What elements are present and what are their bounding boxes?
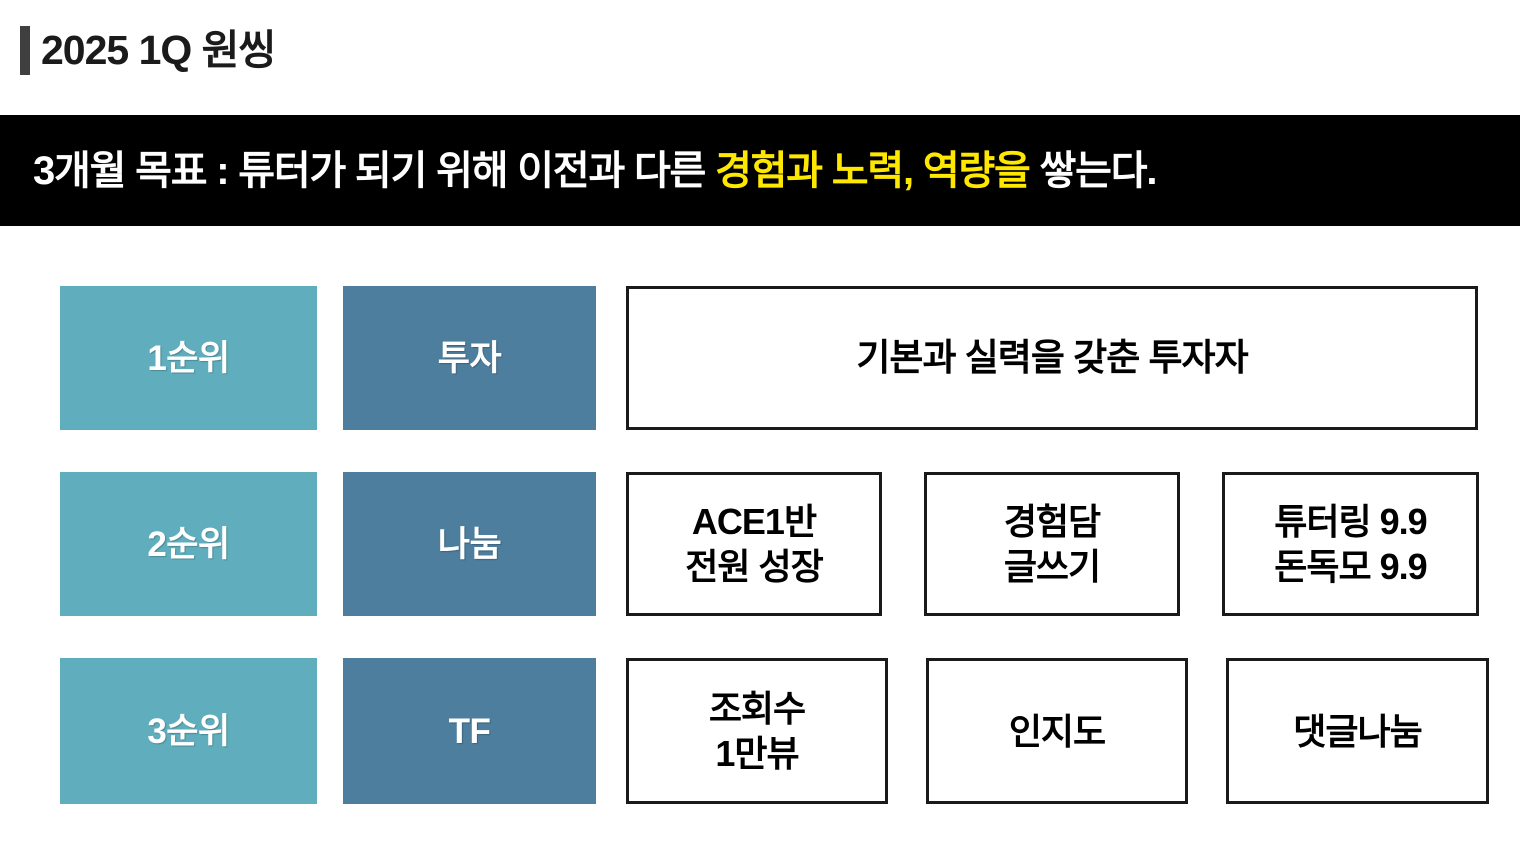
category-chip-3-label: TF [448,711,491,751]
content-box-3-1-line-2: 1만뷰 [715,733,799,774]
priority-row-2: 2순위 나눔 ACE1반 전원 성장 경험담 글쓰기 튜터링 9.9 돈독모 9… [0,472,1520,616]
slide-header: 2025 1Q 원씽 [0,0,1520,110]
page-title: 2025 1Q 원씽 [41,27,276,73]
category-chip-1: 투자 [343,286,596,430]
content-box-3-2: 인지도 [926,658,1188,804]
rank-chip-3: 3순위 [60,658,317,804]
goal-banner: 3개월 목표 : 튜터가 되기 위해 이전과 다른 경험과 노력, 역량을 쌓는… [0,115,1520,226]
category-chip-1-label: 투자 [437,338,502,378]
goal-text-before: 3개월 목표 : 튜터가 되기 위해 이전과 다른 [33,148,716,193]
rank-chip-2-label: 2순위 [147,524,230,564]
content-box-3-1: 조회수 1만뷰 [626,658,888,804]
rank-chip-1-label: 1순위 [147,338,230,378]
content-box-1-1-line-1: 기본과 실력을 갖춘 투자자 [856,336,1248,378]
priority-row-3: 3순위 TF 조회수 1만뷰 인지도 댓글나눔 [0,658,1520,804]
content-box-2-3-line-2: 돈독모 9.9 [1274,546,1427,587]
content-box-3-2-line-1: 인지도 [1008,710,1106,752]
rank-chip-3-label: 3순위 [147,711,230,751]
content-box-1-1: 기본과 실력을 갖춘 투자자 [626,286,1478,430]
content-box-2-2: 경험담 글쓰기 [924,472,1180,616]
goal-banner-text: 3개월 목표 : 튜터가 되기 위해 이전과 다른 경험과 노력, 역량을 쌓는… [33,148,1158,193]
content-box-3-1-line-1: 조회수 [708,688,806,729]
content-box-2-1-line-1: ACE1반 [691,501,817,542]
header-accent-bar [20,26,30,75]
rank-chip-2: 2순위 [60,472,317,616]
content-box-2-2-line-2: 글쓰기 [1003,546,1101,587]
rank-chip-1: 1순위 [60,286,317,430]
category-chip-2-label: 나눔 [437,524,502,564]
content-box-2-3-line-1: 튜터링 9.9 [1274,501,1427,542]
category-chip-3: TF [343,658,596,804]
content-box-3-3: 댓글나눔 [1226,658,1489,804]
content-box-2-1-line-2: 전원 성장 [685,546,823,587]
priority-row-1: 1순위 투자 기본과 실력을 갖춘 투자자 [0,286,1520,430]
category-chip-2: 나눔 [343,472,596,616]
goal-text-after: 쌓는다. [1029,148,1158,193]
content-box-2-3: 튜터링 9.9 돈독모 9.9 [1222,472,1479,616]
content-box-2-1: ACE1반 전원 성장 [626,472,882,616]
goal-text-highlight: 경험과 노력, 역량을 [715,148,1031,193]
content-box-2-2-line-1: 경험담 [1003,501,1101,542]
content-box-3-3-line-1: 댓글나눔 [1293,710,1422,752]
